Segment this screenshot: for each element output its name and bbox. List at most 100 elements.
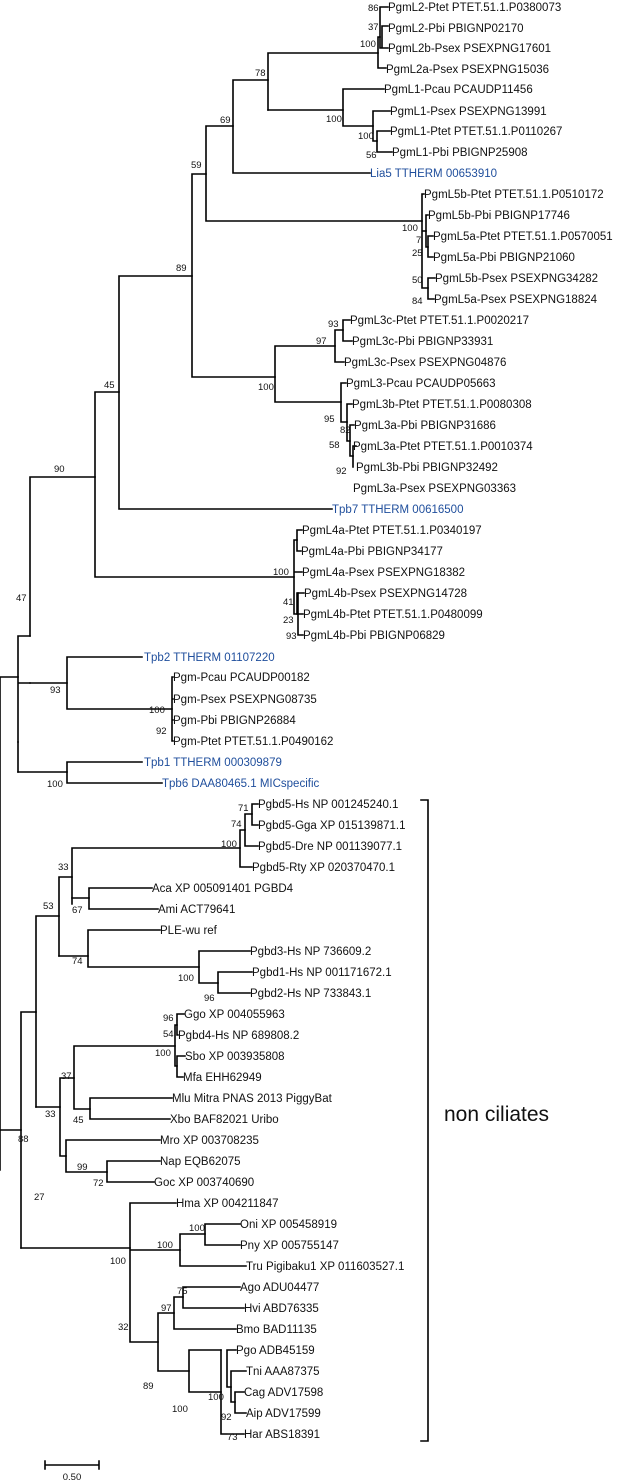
leaf-label-tthermophila: Tpb1 TTHERM 000309879 — [144, 757, 282, 769]
support-value: 82 — [340, 425, 351, 436]
leaf-label: Pgbd5-Gga XP 015139871.1 — [258, 820, 406, 832]
leaf-label-tthermophila: Tpb6 DAA80465.1 MICspecific — [162, 778, 319, 790]
leaf-label: Nap EQB62075 — [160, 1156, 241, 1168]
support-value: 96 — [163, 1013, 174, 1024]
support-value: 67 — [72, 905, 83, 916]
leaf-label: Hma XP 004211847 — [176, 1198, 279, 1210]
leaf-label: PgmL4b-Ptet PTET.51.1.P0480099 — [303, 609, 483, 621]
leaf-label: Pgbd1-Hs NP 001171672.1 — [252, 967, 392, 979]
support-value: 37 — [368, 22, 379, 33]
support-value: 93 — [328, 319, 339, 330]
support-value: 96 — [204, 993, 215, 1004]
leaf-label: PgmL5b-Psex PSEXPNG34282 — [435, 273, 598, 285]
support-value: 89 — [176, 263, 187, 274]
leaf-label: PgmL1-Pcau PCAUDP11456 — [384, 84, 533, 96]
support-value: 100 — [155, 1048, 171, 1059]
leaf-label: Pgbd2-Hs NP 733843.1 — [250, 988, 371, 1000]
leaf-label: PgmL4b-Pbi PBIGNP06829 — [303, 630, 445, 642]
support-value: 88 — [18, 1134, 29, 1145]
support-value: 100 — [402, 223, 418, 234]
leaf-label: PgmL1-Psex PSEXPNG13991 — [390, 106, 547, 118]
support-value: 100 — [273, 567, 289, 578]
leaf-label: Ami ACT79641 — [158, 904, 235, 916]
leaf-label: Bmo BAD11135 — [236, 1324, 317, 1336]
support-value: 86 — [368, 3, 379, 14]
support-value: 69 — [220, 115, 231, 126]
leaf-label: Mfa EHH62949 — [183, 1072, 262, 1084]
tree-branches — [0, 6, 436, 1435]
leaf-label: PgmL5a-Pbi PBIGNP21060 — [433, 252, 575, 264]
leaf-label: PgmL4a-Pbi PBIGNP34177 — [301, 546, 443, 558]
support-value: 100 — [47, 779, 63, 790]
leaf-label: Pgm-Pcau PCAUDP00182 — [173, 672, 310, 684]
leaf-label: PgmL5b-Ptet PTET.51.1.P0510172 — [424, 189, 604, 201]
support-value: 100 — [358, 131, 374, 142]
leaf-label: PgmL3c-Pbi PBIGNP33931 — [352, 336, 493, 348]
support-value: 100 — [110, 1256, 126, 1267]
leaf-label: Ggo XP 004055963 — [184, 1009, 285, 1021]
support-value: 50 — [412, 275, 423, 286]
support-value: 93 — [50, 685, 61, 696]
leaf-label: PgmL1-Pbi PBIGNP25908 — [392, 147, 528, 159]
leaf-label-tthermophila: Lia5 TTHERM 00653910 — [370, 168, 497, 180]
leaf-label: PgmL3a-Ptet PTET.51.1.P0010374 — [353, 441, 533, 453]
support-value: 71 — [238, 803, 249, 814]
support-value: 99 — [77, 1162, 88, 1173]
support-value: 100 — [258, 382, 274, 393]
leaf-label: PgmL1-Ptet PTET.51.1.P0110267 — [390, 126, 562, 138]
scale-bar-label: 0.50 — [63, 1472, 82, 1483]
leaf-label: Mlu Mitra PNAS 2013 PiggyBat — [172, 1093, 333, 1105]
support-value: 92 — [336, 466, 347, 477]
leaf-label: Ago ADU04477 — [240, 1282, 319, 1294]
support-value: 100 — [221, 839, 237, 850]
support-value: 33 — [58, 862, 69, 873]
leaf-label-tthermophila: Tpb2 TTHERM 01107220 — [144, 652, 275, 664]
leaf-label: PgmL2-Ptet PTET.51.1.P0380073 — [388, 2, 561, 14]
support-value: 95 — [324, 414, 335, 425]
leaf-label: Pny XP 005755147 — [240, 1240, 339, 1252]
leaf-label: Hvi ABD76335 — [244, 1303, 319, 1315]
leaf-label: PgmL3c-Psex PSEXPNG04876 — [344, 357, 506, 369]
leaf-label: PgmL3b-Pbi PBIGNP32492 — [356, 462, 498, 474]
support-value: 84 — [412, 296, 423, 307]
support-value: 100 — [189, 1223, 205, 1234]
support-value: 74 — [231, 819, 242, 830]
support-value: 100 — [149, 705, 165, 716]
support-value: 37 — [61, 1071, 72, 1082]
leaf-label-tthermophila: Tpb7 TTHERM 00616500 — [332, 504, 463, 516]
support-value: 73 — [227, 1432, 238, 1443]
leaf-label: Pgo ADB45159 — [236, 1345, 315, 1357]
support-value: 41 — [283, 597, 294, 608]
leaf-labels: PgmL2-Ptet PTET.51.1.P0380073 PgmL2-Pbi … — [144, 2, 613, 1441]
leaf-label: Cag ADV17598 — [244, 1387, 323, 1399]
leaf-label: PgmL2a-Psex PSEXPNG15036 — [386, 64, 549, 76]
leaf-label: PgmL2b-Psex PSEXPNG17601 — [388, 43, 551, 55]
leaf-label: Pgm-Pbi PBIGNP26884 — [173, 715, 296, 727]
support-value: 90 — [54, 464, 65, 475]
non-ciliates-bracket — [420, 799, 429, 1442]
support-value: 32 — [118, 1322, 129, 1333]
support-value: 25 — [412, 248, 423, 259]
leaf-label: Pgm-Ptet PTET.51.1.P0490162 — [173, 736, 333, 748]
support-value: 92 — [221, 1412, 232, 1423]
leaf-label: PgmL2-Pbi PBIGNP02170 — [388, 23, 524, 35]
leaf-label: PgmL3a-Psex PSEXPNG03363 — [353, 483, 516, 495]
leaf-label: Aca XP 005091401 PGBD4 — [152, 883, 294, 895]
leaf-label: Xbo BAF82021 Uribo — [170, 1114, 279, 1126]
leaf-label: Tni AAA87375 — [246, 1366, 320, 1378]
support-value: 45 — [104, 380, 115, 391]
leaf-label: Har ABS18391 — [244, 1429, 320, 1441]
leaf-label: PgmL3a-Pbi PBIGNP31686 — [354, 420, 496, 432]
leaf-label: PgmL3-Pcau PCAUDP05663 — [346, 378, 496, 390]
leaf-label: PgmL5a-Ptet PTET.51.1.P0570051 — [433, 231, 613, 243]
leaf-label: Pgbd5-Rty XP 020370470.1 — [252, 862, 395, 874]
leaf-label: Tru Pigibaku1 XP 011603527.1 — [246, 1261, 404, 1273]
leaf-label: PgmL4a-Ptet PTET.51.1.P0340197 — [302, 525, 482, 537]
leaf-label: PgmL4b-Psex PSEXPNG14728 — [304, 588, 467, 600]
leaf-label: Pgbd5-Hs NP 001245240.1 — [258, 799, 398, 811]
support-value: 97 — [316, 336, 327, 347]
support-value: 45 — [73, 1115, 84, 1126]
scale-bar: 0.50 — [44, 1460, 100, 1483]
support-value: 72 — [93, 1178, 104, 1189]
